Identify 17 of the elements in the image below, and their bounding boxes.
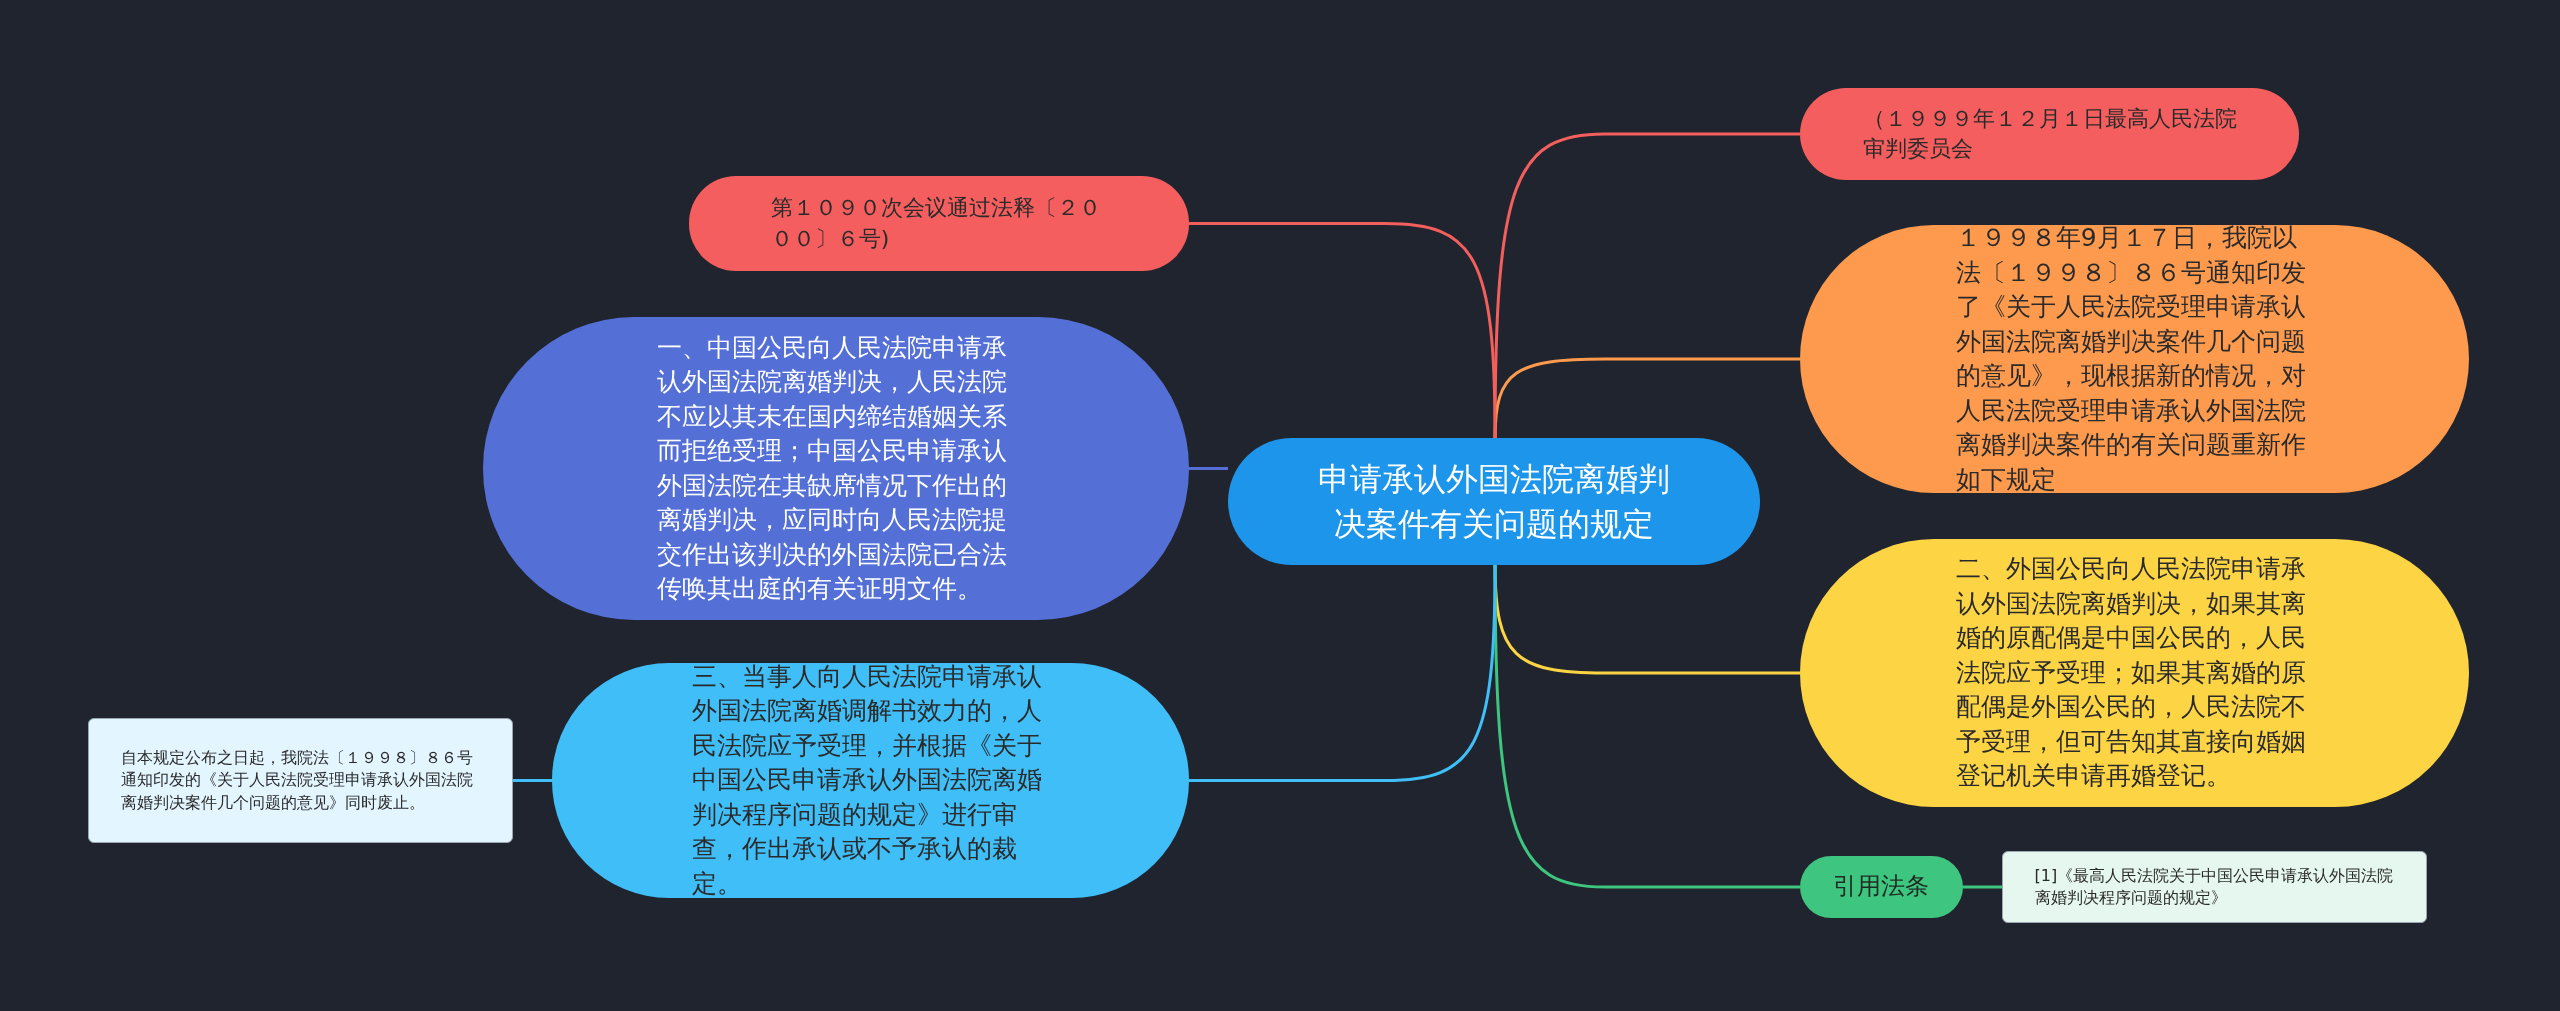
connector-line: [1189, 565, 1497, 782]
node-text: 引用法条: [1832, 871, 1931, 903]
node-text: 一、中国公民向人民法院申请承认外国法院离婚判决，人民法院不应以其未在国内缔结婚姻关系而拒绝受理；中国公民申请承认外国法院在其缺席情况下作出的离婚判决，应同时向人民法院提交作出该判决的外国法院已合法传唤其出庭的有关证明文件。: [657, 331, 1009, 605]
node-text: [1]《最高人民法院关于中国公民申请承认外国法院离婚判决程序问题的规定》: [2034, 864, 2395, 909]
topic-text: 申请承认外国法院离婚判决案件有关问题的规定: [1317, 459, 1671, 545]
note-box: [88, 718, 513, 843]
node-text: 自本规定公布之日起，我院法〔１９９８〕８６号通知印发的《关于人民法院受理申请承认外国法院离婚判决案件几个问题的意见》同时废止。: [120, 747, 474, 814]
citation-box: [2002, 851, 2427, 923]
connector-line: [513, 779, 552, 782]
node-text: １９９８年9月１７日，我院以法〔１９９８〕８６号通知印发了《关于人民法院受理申请承认外国法院离婚判决案件几个问题的意见》，现根据新的情况，对人民法院受理申请承认外国法院离婚判决案件的有关问题重新作如下规定: [1955, 222, 2307, 496]
connector-line: [1189, 222, 1497, 438]
connector-line: [1189, 467, 1228, 470]
connector-line: [1963, 885, 2002, 889]
node-text: 二、外国公民向人民法院申请承认外国法院离婚判决，如果其离婚的原配偶是中国公民的，人民法院应予受理；如果其离婚的原配偶是外国公民的，人民法院不予受理，但可告知其直接向婚姻登记机关申请再婚登记。: [1955, 553, 2307, 793]
node-text: （１９９９年１２月１日最高人民法院审判委员会: [1862, 104, 2237, 163]
node-text: 第１０９０次会议通过法释〔２０００〕６号): [770, 194, 1102, 253]
node-text: 三、当事人向人民法院申请承认外国法院离婚调解书效力的，人民法院应予受理，并根据《关于中国公民申请承认外国法院离婚判决程序问题的规定》进行审查，作出承认或不予承认的裁定。: [691, 660, 1043, 900]
